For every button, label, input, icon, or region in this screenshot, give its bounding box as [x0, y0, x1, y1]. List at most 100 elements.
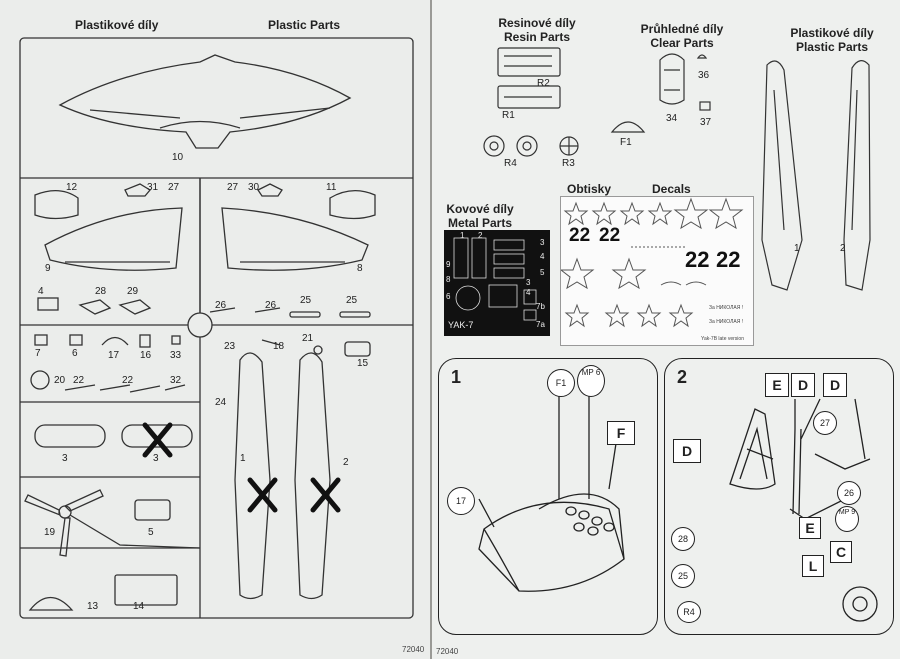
part-number: 3 [153, 453, 159, 464]
assembly-step-1: 1 F1 MP 6 F 17 [438, 358, 658, 635]
part-number: 6 [72, 348, 78, 359]
part-number: 11 [326, 182, 337, 193]
part-number: 14 [133, 601, 145, 612]
part-number: 27 [168, 182, 180, 193]
part-number: 25 [300, 295, 312, 306]
decal-number: 22 [685, 247, 710, 272]
part-number: 23 [224, 341, 236, 352]
callout-17: 17 [447, 487, 475, 515]
part-number: 27 [227, 182, 239, 193]
decal-number: 22 [716, 247, 741, 272]
assembly-step-2: 2 E D D D 27 26 MP 9 E 28 25 L C R4 [664, 358, 894, 635]
part-number: 2 [343, 457, 349, 468]
decals-header-cz: Obtisky [567, 182, 612, 196]
plastic-parts-header-right: Plastikové díly Plastic Parts [777, 26, 887, 54]
part-number: 33 [170, 350, 182, 361]
part-number: 20 [54, 375, 66, 386]
left-page: Plastikové díly Plastic Parts [0, 0, 430, 659]
decals-header-en: Decals [652, 182, 691, 196]
decal-stars [561, 197, 744, 328]
callout-27: 27 [813, 411, 837, 435]
part-number: 26 [265, 300, 277, 311]
part-number: 15 [357, 358, 369, 369]
part-number: 16 [140, 350, 152, 361]
page-number: 72040 [436, 647, 459, 656]
resin-label: R2 [537, 78, 550, 89]
right-page-drawings [483, 47, 871, 291]
plastic-parts-header-right-en: Plastic Parts [795, 40, 869, 54]
fret-number: 3 [540, 238, 545, 247]
metal-parts-header: Kovové díly Metal Parts [440, 202, 520, 230]
resin-parts-header-en: Resin Parts [503, 30, 571, 44]
part-number: 21 [302, 333, 314, 344]
callout-mp6: MP 6 [577, 365, 605, 397]
page-number: 72040 [402, 645, 425, 654]
fret-number: 7a [536, 320, 545, 329]
decal-slogan: За НИКОЛАЯ ! [709, 305, 744, 311]
part-number: 29 [127, 286, 139, 297]
decal-sheet: 22 22 22 22 За НИКОЛАЯ ! За НИКОЛАЯ ! Ya… [560, 196, 754, 346]
callout-r4: R4 [677, 601, 701, 623]
step-number: 2 [677, 367, 688, 387]
callout-d: D [673, 439, 701, 463]
callout-f1: F1 [547, 369, 575, 397]
clear-label: 36 [698, 70, 710, 81]
callout-mp9: MP 9 [835, 506, 859, 532]
callout-28: 28 [671, 527, 695, 551]
callout-e: E [765, 373, 789, 397]
fret-number: 7b [536, 302, 545, 311]
resin-parts-header-cz: Resinové díly [498, 16, 576, 30]
callout-e: E [799, 517, 821, 539]
fret-number: 4 [540, 252, 545, 261]
photo-etch-fret: YAK-7 1 2 3 4 9 8 5 6 7b 7a 3 4 [444, 230, 550, 336]
clear-parts-header: Průhledné díly Clear Parts [627, 22, 737, 50]
part-number: 25 [346, 295, 358, 306]
resin-label: R3 [562, 158, 575, 169]
step-2-drawing [729, 398, 878, 622]
decal-slogan: За НИКОЛАЯ ! [709, 319, 744, 325]
decal-number: 22 [599, 225, 621, 246]
callout-l: L [802, 555, 824, 577]
plastic-parts-header-cz: Plastikové díly [75, 18, 159, 32]
part-number: 30 [248, 182, 260, 193]
step-number: 1 [451, 367, 462, 387]
fret-label: YAK-7 [448, 320, 474, 330]
part-number: 3 [62, 453, 68, 464]
clear-label: F1 [620, 137, 632, 148]
part-number: 22 [122, 375, 134, 386]
fret-number: 2 [478, 231, 483, 240]
part-number: 28 [95, 286, 107, 297]
part-number: 4 [38, 286, 44, 297]
fret-number: 1 [460, 231, 465, 240]
part-number: 12 [66, 182, 78, 193]
metal-parts-header-en: Metal Parts [447, 216, 513, 230]
clear-parts-header-en: Clear Parts [650, 36, 714, 50]
part-number: 19 [44, 527, 56, 538]
clear-parts-header-cz: Průhledné díly [640, 22, 724, 36]
part-number: 24 [215, 397, 227, 408]
plastic-parts-header-en: Plastic Parts [268, 18, 341, 32]
part-number: 13 [87, 601, 99, 612]
step-1-drawing [478, 389, 625, 592]
plastic-sprue-drawing [19, 37, 414, 619]
callout-26: 26 [837, 481, 861, 505]
callout-c: C [830, 541, 852, 563]
metal-parts-header-cz: Kovové díly [446, 202, 514, 216]
part-number: 26 [215, 300, 227, 311]
part-number: 17 [108, 350, 120, 361]
fret-number: 5 [540, 268, 545, 277]
part-number: 22 [73, 375, 85, 386]
resin-parts-header: Resinové díly Resin Parts [482, 16, 592, 44]
part-number: 18 [273, 341, 285, 352]
part-number: 31 [147, 182, 159, 193]
fret-number: 3 [526, 278, 531, 287]
fret-number: 4 [526, 288, 531, 297]
clear-label: 34 [666, 113, 678, 124]
fret-number: 8 [446, 275, 451, 284]
fuselage-label: 2 [840, 243, 846, 254]
fret-number: 9 [446, 260, 451, 269]
exclude-marks [142, 422, 341, 513]
right-page: Resinové díly Resin Parts Průhledné díly… [432, 0, 900, 659]
callout-d: D [823, 373, 847, 397]
callout-f: F [607, 421, 635, 445]
